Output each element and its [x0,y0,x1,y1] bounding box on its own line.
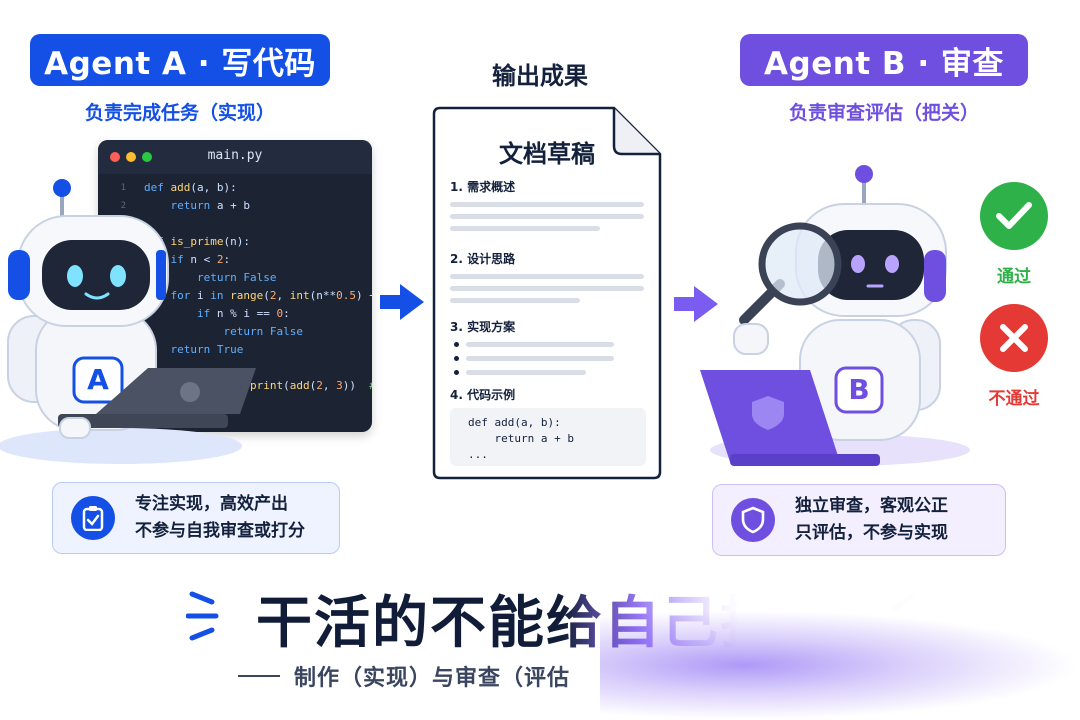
code-text: if n % i == 0: [196,307,290,320]
robot-a-shadow [0,428,242,464]
code-text: return a + b [170,199,251,212]
code-text: def add(a, b): [144,181,237,194]
robot-a-hand [59,417,91,439]
laptop-a-logo-icon [180,382,200,402]
agent-a-title: Agent A · 写代码 [30,34,330,86]
code-line: 6 return False [98,270,372,286]
laptop-b-shield-icon [752,396,784,430]
robot-b-hand [733,323,769,355]
output-heading: 输出成果 [492,62,588,90]
robot-b-eye-right [885,255,899,273]
doc-line [466,370,586,375]
editor-filename: main.py [207,148,263,163]
doc-code-line: ... [468,448,488,461]
doc-line [450,286,644,291]
doc-line [450,226,600,231]
robot-a-face [42,240,150,310]
doc-line [450,298,580,303]
doc-code-line: def add(a, b): [468,416,561,429]
agent-b-info-line-1: 独立审查，客观公正 [795,496,948,516]
doc-line [466,356,614,361]
robot-b-badge [834,366,884,414]
robot-b-antenna-tip [855,165,873,183]
doc-line [466,342,614,347]
robot-a-smile [84,292,110,300]
laptop-a-base [58,414,228,428]
document-title: 文档草稿 [499,140,595,168]
doc-line [450,214,644,219]
doc-section-3: 3. 实现方案 [450,320,516,334]
magnifier-glass-icon [758,222,842,306]
robot-a-eye-right [110,265,126,287]
close-dot-icon [110,152,120,162]
line-number: 1 [120,183,126,193]
doc-bullet [454,342,459,347]
agent-b-subtitle: 负责审查评估（把关） [788,102,979,124]
pass-label: 通过 [997,267,1031,287]
code-text: print(add(2, 3)) # 5 [249,379,372,392]
robot-a-ear-left [8,250,30,300]
robot-b-ear-right [924,250,946,302]
maximize-dot-icon [142,152,152,162]
code-line: print(add(2, 3)) # 5 [98,378,372,394]
minimize-dot-icon [126,152,136,162]
agent-b-title: Agent B · 审查 [740,34,1028,86]
code-text: for i in range(2, int(n**0.5) + 1): [170,289,373,302]
doc-section-4: 4. 代码示例 [450,388,516,402]
robot-b-eye-left [851,255,865,273]
code-line: 2 return a + b [98,198,372,214]
purple-glow [600,610,1080,720]
clipboard-check-icon [71,496,115,540]
robot-a-letter: A [87,363,109,396]
shield-icon [731,498,775,542]
editor-titlebar: main.py [98,140,372,174]
code-text: return False [196,271,277,284]
laptop-a-screen [96,368,256,414]
agent-a-info-line-1: 专注实现，高效产出 [135,494,288,514]
document-draft: 文档草稿 1. 需求概述 2. 设计思路 3. 实现方案 4. 代码示例 def… [432,106,662,480]
robot-a-eye-left [67,265,83,287]
doc-section-1: 1. 需求概述 [450,180,516,194]
code-text: if n < 2: [170,253,231,266]
arrow-right-icon [674,286,718,322]
sub-headline: 制作（实现）与审查（评估 [294,666,571,691]
line-number: 2 [120,201,126,211]
pass-check-icon [980,182,1048,250]
document-paper [432,106,662,480]
robot-a-ear-right [156,250,166,300]
robot-b-illustration [700,165,970,466]
code-line: 1 def add(a, b): [98,180,372,196]
laptop-b-base [730,454,880,466]
doc-line [450,274,644,279]
robot-b-face [818,230,924,300]
emphasis-strokes-icon [186,591,219,641]
code-line: 7 for i in range(2, int(n**0.5) + 1): [98,288,372,304]
arrow-right-icon [380,284,424,320]
doc-line [450,202,644,207]
fail-label: 不通过 [988,389,1040,409]
doc-code-line: return a + b [468,432,574,445]
robot-b-letter: B [848,373,870,406]
agent-b-info-line-2: 只评估，不参与实现 [795,523,948,543]
doc-bullet [454,370,459,375]
agent-a-info-box: 专注实现，高效产出 不参与自我审查或打分 [52,482,340,554]
agent-b-info-box: 独立审查，客观公正 只评估，不参与实现 [712,484,1006,556]
robot-a-antenna-tip [53,179,71,197]
fail-cross-icon [980,304,1048,372]
doc-bullet [454,356,459,361]
code-text: return False [223,325,303,338]
subline-dash [238,675,280,677]
agent-a-subtitle: 负责完成任务（实现） [84,102,275,124]
doc-code-block: def add(a, b): return a + b ... [450,408,646,466]
code-text: return True [170,343,244,356]
agent-a-info-line-2: 不参与自我审查或打分 [135,521,305,541]
robot-a-badge [72,356,124,404]
doc-section-2: 2. 设计思路 [450,252,516,266]
robot-a-illustration [0,179,256,464]
